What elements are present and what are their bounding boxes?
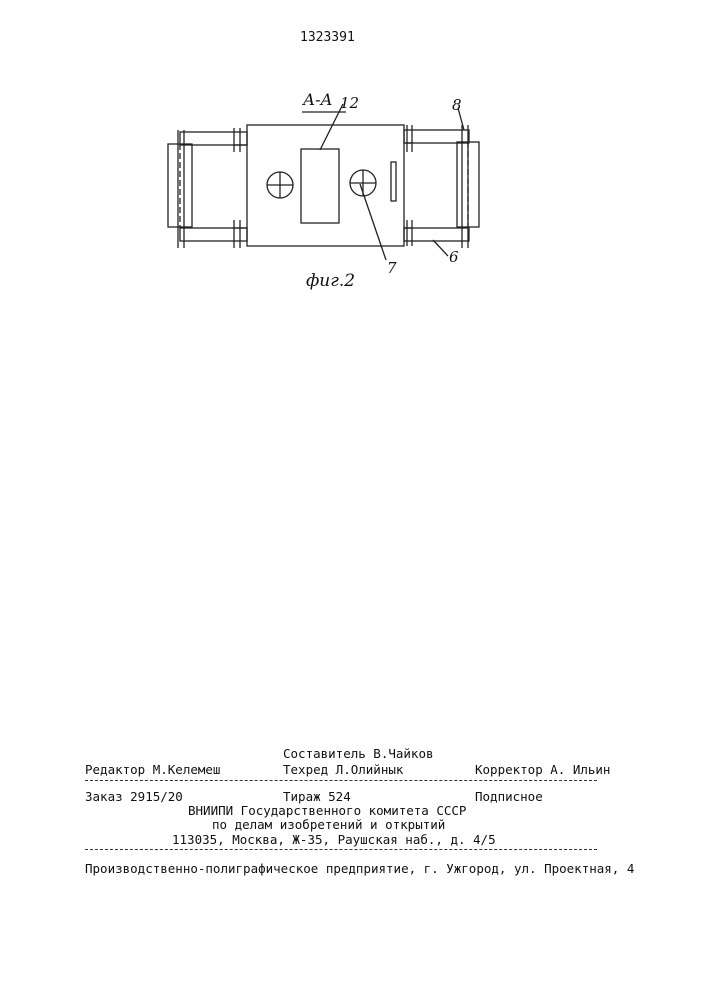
subscription: Подписное [475, 789, 543, 804]
callout-12: 12 [340, 94, 359, 112]
order: Заказ 2915/20 [85, 789, 183, 804]
org-line-2: по делам изобретений и открытий [212, 817, 445, 832]
org-address: 113035, Москва, Ж-35, Раушская наб., д. … [172, 832, 496, 847]
left-top-arm [180, 132, 247, 145]
callout-8: 8 [452, 96, 462, 114]
divider-2 [85, 849, 597, 850]
patent-number: 1323391 [300, 30, 355, 45]
circulation: Тираж 524 [283, 789, 351, 804]
techred: Техред Л.Олийнык [283, 762, 403, 777]
right-top-arm [404, 130, 469, 143]
right-bottom-arm [404, 228, 469, 241]
editor: Редактор М.Келемеш [85, 762, 220, 777]
left-bottom-arm [180, 228, 247, 241]
leader-6 [433, 240, 448, 256]
org-line-1: ВНИИПИ Государственного комитета СССР [188, 803, 466, 818]
section-label: А-А [303, 90, 333, 109]
leader-7 [360, 184, 386, 260]
divider-1 [85, 780, 597, 781]
callout-6: 6 [449, 248, 459, 266]
callout-7: 7 [387, 259, 397, 277]
inner-rectangle [301, 149, 339, 223]
printer: Производственно-полиграфическое предприя… [85, 861, 634, 876]
corrector: Корректор А. Ильин [475, 762, 610, 777]
composer: Составитель В.Чайков [283, 746, 434, 761]
technical-drawing [150, 80, 490, 300]
figure-caption: фиг.2 [306, 271, 355, 291]
slot [391, 162, 396, 201]
